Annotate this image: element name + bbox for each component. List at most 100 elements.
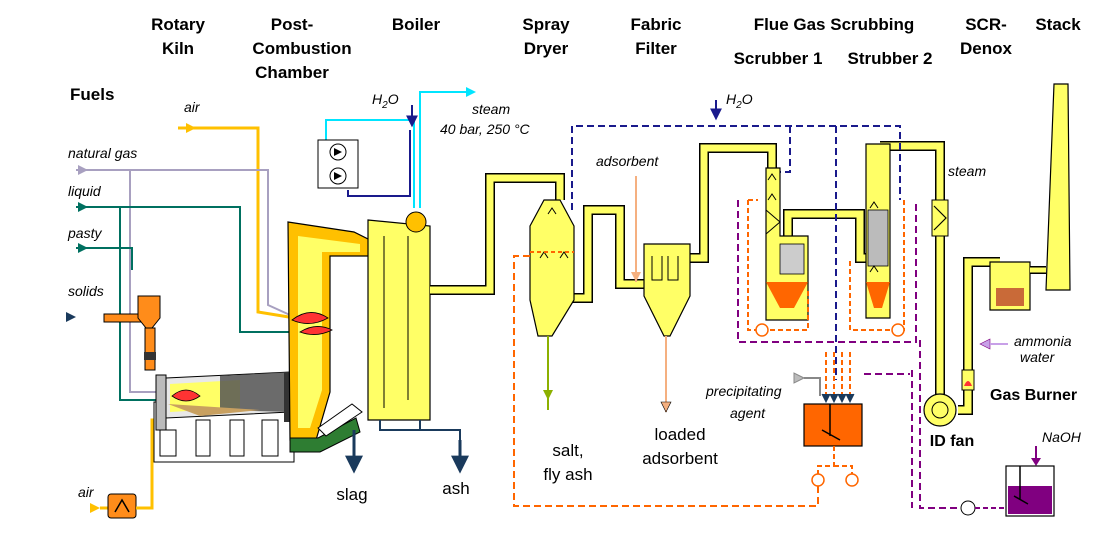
scrubbers bbox=[737, 143, 960, 509]
label-salt: salt, bbox=[552, 441, 583, 460]
label-air-top: air bbox=[184, 99, 201, 115]
blower-icon bbox=[114, 498, 130, 513]
air-supply-line bbox=[178, 126, 296, 320]
naoh-pump-icon bbox=[960, 500, 976, 516]
scr-catalyst bbox=[996, 288, 1024, 306]
kiln-support-4 bbox=[261, 419, 279, 457]
precip-pump-2-icon bbox=[845, 473, 859, 487]
kiln-support-3 bbox=[229, 419, 245, 457]
naoh-liquid bbox=[1008, 486, 1052, 514]
boiler-ash-line bbox=[379, 420, 461, 460]
header-scr-1: SCR- bbox=[965, 15, 1007, 34]
air-arrow-icon bbox=[186, 123, 196, 133]
headers: Rotary Kiln Post- Combustion Chamber Boi… bbox=[151, 15, 1081, 82]
burner-flame-icon bbox=[964, 381, 972, 386]
kiln-flame-icon bbox=[171, 389, 201, 402]
header-spray-dryer-1: Spray bbox=[522, 15, 570, 34]
duct-spray-filter bbox=[570, 206, 650, 302]
header-scrubber-2: Strubber 2 bbox=[847, 49, 932, 68]
label-loaded: loaded bbox=[654, 425, 705, 444]
boiler-body bbox=[367, 219, 431, 421]
slurry-recycle-line bbox=[513, 255, 819, 507]
scrubber-2-nozzles-icon bbox=[869, 201, 879, 273]
spray-dryer: salt, fly ash bbox=[529, 199, 593, 484]
header-scr-2: Denox bbox=[960, 39, 1013, 58]
scrubber-1-venturi bbox=[765, 209, 781, 235]
scrubber-2-pump-icon bbox=[891, 323, 905, 337]
label-fuels: Fuels bbox=[70, 85, 114, 104]
liquid-kiln-line bbox=[119, 207, 160, 401]
label-slag: slag bbox=[336, 485, 367, 504]
label-water: water bbox=[1020, 349, 1056, 365]
steam-line-2 bbox=[419, 91, 466, 208]
label-h2o-boiler: H2O bbox=[372, 91, 399, 111]
air-bottom-arrow-icon bbox=[90, 503, 100, 513]
duct-boiler-spray bbox=[430, 174, 564, 294]
post-combustion-interior bbox=[298, 236, 360, 428]
label-steam-params: 40 bar, 250 °C bbox=[440, 121, 531, 137]
header-rotary-kiln-1: Rotary bbox=[151, 15, 205, 34]
label-id-fan: ID fan bbox=[930, 433, 974, 450]
duct-filter-scrub1 bbox=[690, 144, 776, 262]
scrubber-2-sump bbox=[866, 282, 890, 308]
tank-agitator-icon bbox=[821, 404, 841, 441]
duct-scrub1-scrub2 bbox=[784, 210, 872, 262]
kiln-support-2 bbox=[195, 419, 211, 457]
header-post-combustion-1: Post- bbox=[271, 15, 314, 34]
natural-gas-line bbox=[76, 169, 291, 316]
stack bbox=[1045, 83, 1071, 291]
precip-inflows bbox=[825, 352, 851, 394]
pasty-arrow-icon bbox=[78, 243, 88, 253]
label-steam: steam bbox=[472, 101, 510, 117]
spray-dryer-vessel bbox=[529, 199, 575, 337]
precip-inflow-arrows-icon bbox=[821, 393, 855, 404]
header-scrubber-1: Scrubber 1 bbox=[734, 49, 823, 68]
fabric-filter-vessel bbox=[643, 243, 691, 337]
precipitation-unit: precipitating agent bbox=[513, 255, 863, 507]
fabric-filter: adsorbent loaded adsorbent bbox=[596, 153, 718, 468]
label-air-bottom: air bbox=[78, 484, 95, 500]
steam-arrow-icon bbox=[466, 87, 476, 97]
solids-hopper bbox=[137, 295, 161, 329]
label-ammonia: ammonia bbox=[1014, 333, 1072, 349]
label-agent: agent bbox=[730, 405, 766, 421]
scrubber-1-packing bbox=[779, 243, 805, 275]
pump-2-arrow-icon bbox=[334, 172, 342, 180]
scrubber-1-recirc bbox=[747, 199, 809, 331]
label-liquid: liquid bbox=[68, 183, 102, 199]
water-line-boiler bbox=[347, 130, 411, 197]
natural-gas-kiln-line bbox=[129, 170, 160, 393]
boiler: H2O steam 40 bar, 250 °C ash bbox=[317, 87, 531, 498]
adsorbent-arrow-icon bbox=[631, 272, 641, 282]
header-boiler: Boiler bbox=[392, 15, 441, 34]
header-post-combustion-3: Chamber bbox=[255, 63, 329, 82]
scrubber-1-nozzles-icon bbox=[767, 173, 777, 201]
precip-pump-1-icon bbox=[811, 473, 825, 487]
slag-conveyor-belt bbox=[317, 403, 363, 437]
header-spray-dryer-2: Dryer bbox=[524, 39, 569, 58]
header-stack: Stack bbox=[1035, 15, 1081, 34]
scrubber-1-pump-icon bbox=[755, 323, 769, 337]
id-fan-impeller-icon bbox=[931, 401, 949, 419]
water-header-line bbox=[571, 125, 901, 210]
header-fabric-filter-2: Filter bbox=[635, 39, 677, 58]
naoh-agitator-icon bbox=[1013, 466, 1029, 505]
liquid-fuel-line bbox=[76, 206, 300, 333]
air-blower bbox=[107, 493, 137, 519]
naoh-arrow-icon bbox=[1031, 458, 1041, 466]
ammonia-arrow-icon bbox=[979, 338, 991, 350]
kiln-support-1 bbox=[159, 429, 177, 457]
post-combustion-chamber: slag bbox=[287, 221, 371, 504]
steam-drum bbox=[405, 211, 427, 233]
filter-bags-icon bbox=[651, 256, 679, 281]
scrubber-2-packing bbox=[867, 209, 889, 267]
label-naoh: NaOH bbox=[1042, 429, 1082, 445]
heater-coil-icon bbox=[933, 205, 947, 231]
label-ash: ash bbox=[442, 479, 469, 498]
naoh-supply-line bbox=[919, 340, 960, 509]
loaded-adsorbent-arrow-icon bbox=[660, 401, 672, 413]
duct-fan-scr bbox=[958, 258, 1000, 414]
label-fly-ash: fly ash bbox=[543, 465, 592, 484]
label-adsorbent-out: adsorbent bbox=[642, 449, 718, 468]
